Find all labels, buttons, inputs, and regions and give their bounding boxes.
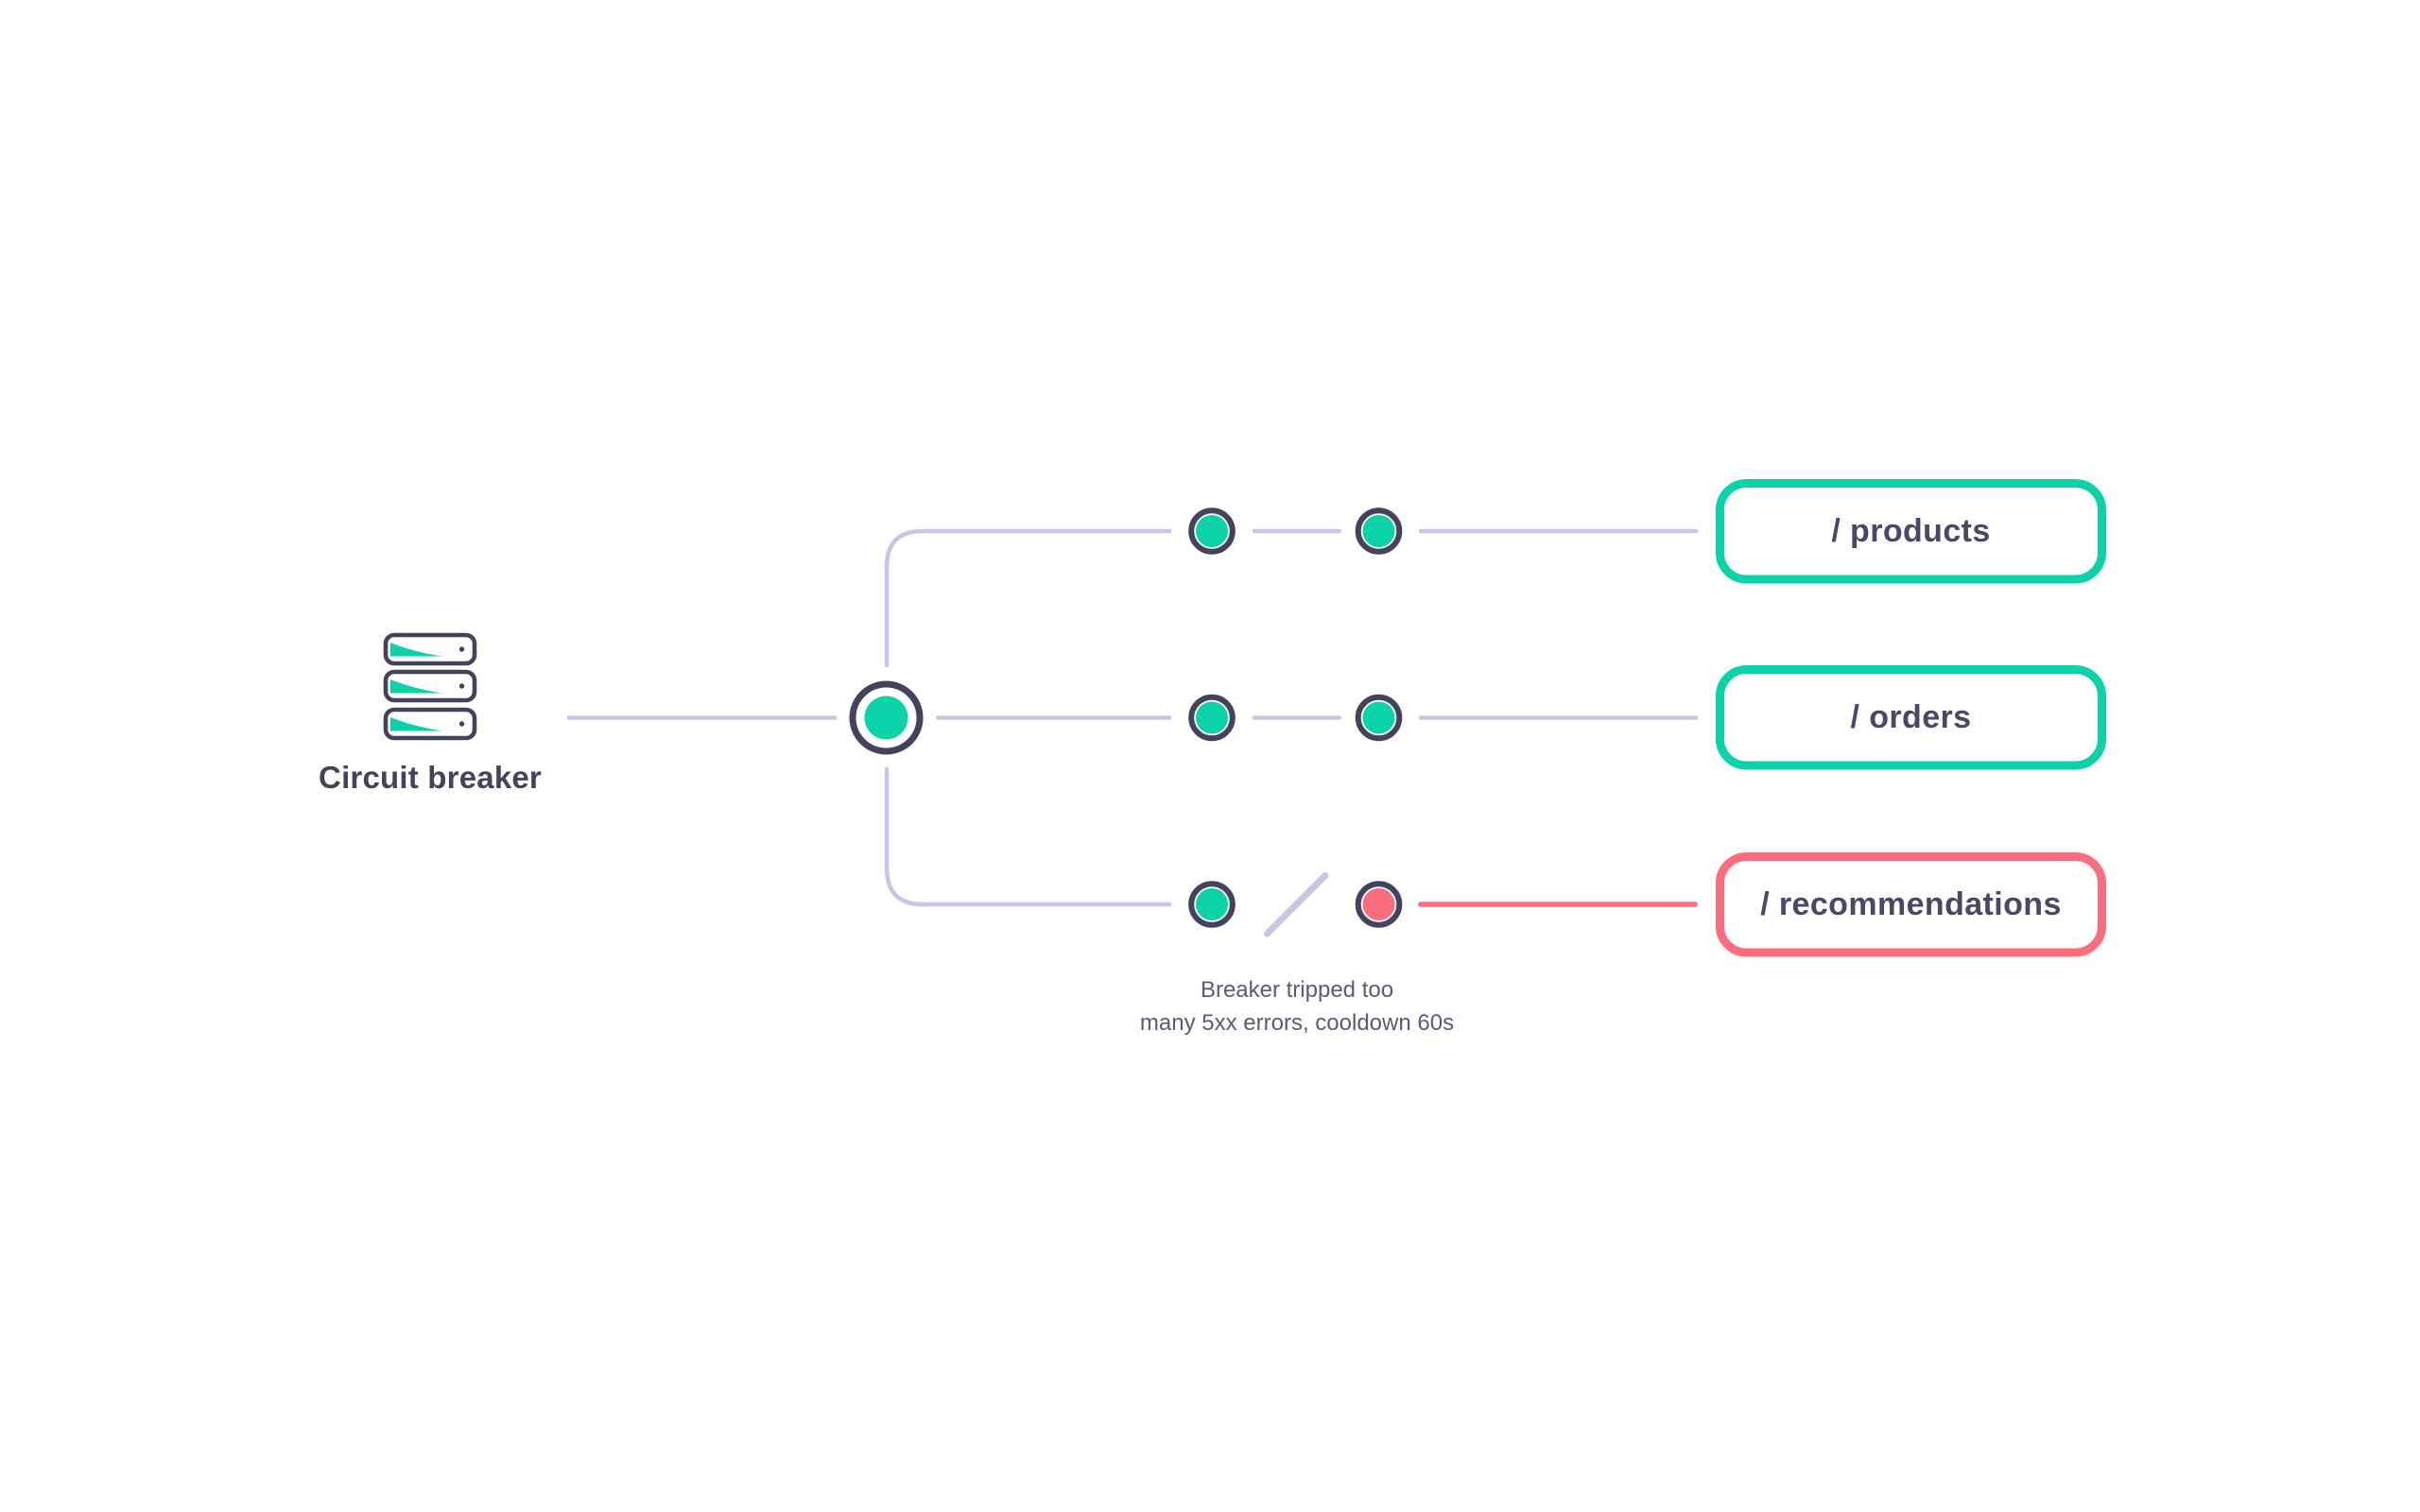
connector-lines xyxy=(566,528,1699,937)
route-label-products: / products xyxy=(1831,512,1991,549)
node-core-healthy xyxy=(1196,515,1228,547)
server-activity-wedge-icon xyxy=(390,643,442,657)
open-switch-slash-icon xyxy=(1264,872,1329,937)
route-box-orders xyxy=(1716,665,2106,770)
route-products-nodes xyxy=(1188,507,1403,555)
route-label-recommendations: / recommendations xyxy=(1760,885,2062,922)
server-activity-wedge-icon xyxy=(390,717,442,731)
route-orders-nodes xyxy=(1188,694,1403,742)
node-core-tripped xyxy=(1362,888,1395,920)
server-stack-icon xyxy=(383,632,477,741)
source-label: Circuit breaker xyxy=(319,760,542,795)
server-led-dot xyxy=(458,646,465,652)
breaker-hub-node xyxy=(849,680,924,755)
route-box-products xyxy=(1716,479,2106,584)
breaker-caption: Breaker tripped too many 5xx errors, coo… xyxy=(1140,973,1454,1040)
breaker-caption-line2: many 5xx errors, cooldown 60s xyxy=(1139,1010,1455,1036)
node-core-healthy xyxy=(1362,701,1395,734)
node-core-healthy xyxy=(1196,888,1228,920)
route-label-orders: / orders xyxy=(1850,698,1972,735)
connector-branch-top xyxy=(884,528,1172,668)
node-core-healthy xyxy=(1362,515,1395,547)
breaker-caption-line1: Breaker tripped too xyxy=(1200,977,1394,1003)
route-box-recommendations xyxy=(1716,852,2106,957)
hub-node-core xyxy=(864,696,908,740)
server-led-dot xyxy=(458,683,465,689)
route-recommendations-nodes xyxy=(1188,881,1403,928)
node-core-healthy xyxy=(1196,701,1228,734)
connector-branch-bottom xyxy=(884,766,1172,907)
server-activity-wedge-icon xyxy=(390,679,442,694)
server-led-dot xyxy=(458,721,465,727)
